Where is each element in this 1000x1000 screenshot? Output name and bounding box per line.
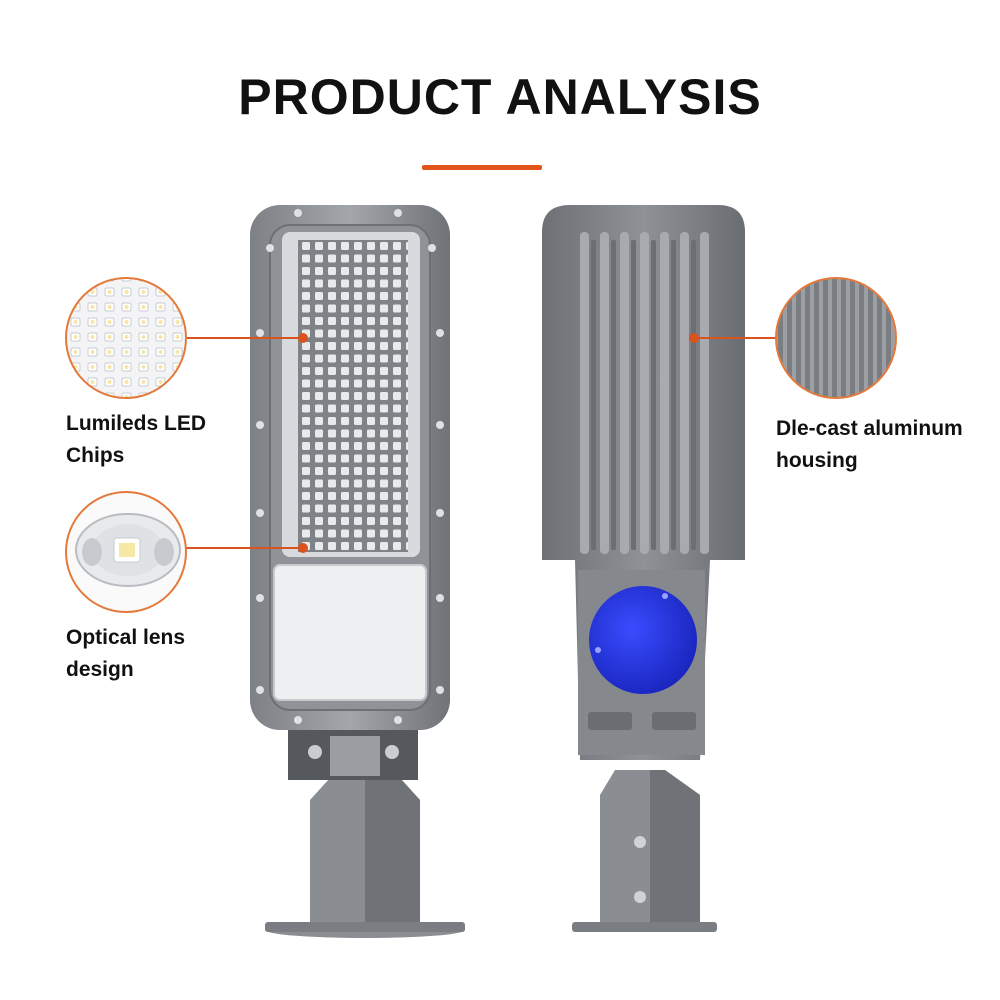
page-title: PRODUCT ANALYSIS <box>238 69 762 125</box>
housing-callout <box>689 277 897 399</box>
led-chips-label-line2: Chips <box>66 444 125 467</box>
photocell-cap <box>589 586 697 694</box>
led-chips-label: Lumileds LED Chips <box>66 408 206 472</box>
optical-lens-label: Optical lens design <box>66 622 185 686</box>
housing-label-line1: Dle-cast aluminum <box>776 417 963 440</box>
optical-lens-callout <box>65 491 308 613</box>
housing-label: Dle-cast aluminum housing <box>776 413 963 477</box>
led-chips-callout <box>65 277 308 399</box>
back-street-light <box>542 205 745 932</box>
housing-label-line2: housing <box>776 449 858 472</box>
driver-cover <box>273 564 427 701</box>
title-underline <box>422 165 542 170</box>
led-chips-label-line1: Lumileds LED <box>66 412 207 435</box>
optical-lens-label-line2: design <box>66 658 134 681</box>
front-street-light <box>250 205 465 938</box>
optical-lens-label-line1: Optical lens <box>66 626 186 649</box>
